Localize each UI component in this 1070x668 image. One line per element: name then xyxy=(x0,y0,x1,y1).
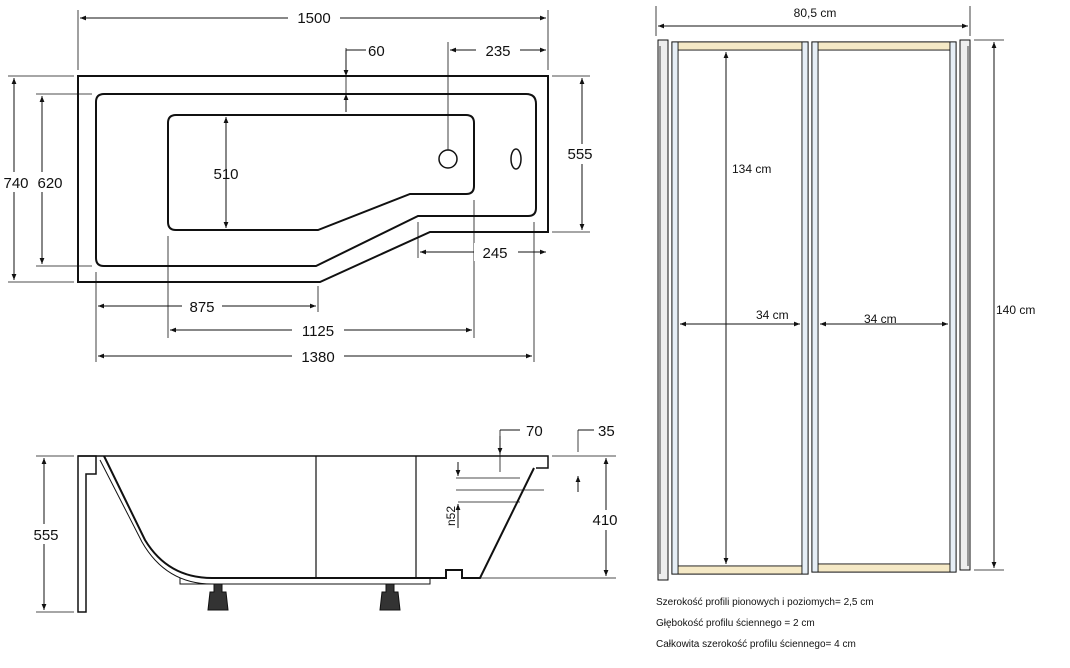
dim-label-rim-70: 70 xyxy=(526,423,543,440)
dim-label-overall-length: 1500 xyxy=(297,10,330,27)
dim-label-basin-start: 875 xyxy=(189,299,214,316)
dim-label-overall-width: 740 xyxy=(3,175,28,192)
dim-label-right-width: 555 xyxy=(567,146,592,163)
dim-label-inner-width: 620 xyxy=(37,175,62,192)
leg-left-icon xyxy=(207,583,229,611)
note-wall-profile-width: Całkowita szerokość profilu ściennego= 4… xyxy=(656,639,856,650)
profile-vertical-1 xyxy=(671,41,679,575)
note-profile-width: Szerokość profili pionowych i poziomych=… xyxy=(656,597,874,608)
profile-top-left xyxy=(677,41,803,51)
screen-panel-right xyxy=(811,41,957,573)
overflow-icon xyxy=(510,148,522,170)
profile-top-right xyxy=(817,41,951,51)
tub-body-profile xyxy=(103,455,535,579)
dim-label-inner-length: 1380 xyxy=(301,349,334,366)
tub-rim xyxy=(78,455,549,469)
profile-vertical-3 xyxy=(811,41,819,573)
dim-label-drain-diameter: n52 xyxy=(444,506,458,526)
screen-view-labels: 80,5 cm 134 cm 140 cm 34 cm 34 cm xyxy=(732,4,1042,326)
side-panel xyxy=(77,455,97,613)
dim-label-left-panel: 34 cm xyxy=(756,308,789,322)
top-view-labels: 1500 60 235 740 620 510 555 245 875 1125… xyxy=(2,8,598,366)
dim-label-drain-offset: 60 xyxy=(368,43,385,60)
tub-basin-outline xyxy=(167,114,475,231)
dim-label-basin-length: 1125 xyxy=(302,323,334,340)
profile-bottom-right xyxy=(817,563,951,573)
dim-label-total-height: 140 cm xyxy=(996,303,1035,317)
profile-vertical-2 xyxy=(801,41,809,575)
dim-label-inner-height: 134 cm xyxy=(732,162,771,176)
bath-screen-view xyxy=(655,6,1004,581)
wall-profile-right xyxy=(959,39,971,571)
drain-icon xyxy=(438,149,458,169)
dim-label-total-width: 80,5 cm xyxy=(794,6,837,20)
profile-vertical-4 xyxy=(949,41,957,573)
bathtub-top-view xyxy=(8,10,590,362)
dim-label-basin-width: 510 xyxy=(213,166,238,183)
dim-label-depth: 410 xyxy=(592,512,617,529)
tub-inner-outline xyxy=(95,93,537,267)
dim-label-step-length: 245 xyxy=(482,245,507,262)
dim-label-overflow-offset: 235 xyxy=(485,43,510,60)
side-view-labels: 70 35 555 410 n52 xyxy=(30,423,624,544)
leg-right-icon xyxy=(379,583,401,611)
dim-label-rim-35: 35 xyxy=(598,423,615,440)
dim-label-right-panel: 34 cm xyxy=(864,312,897,326)
wall-profile-left xyxy=(657,39,669,581)
bathtub-side-view xyxy=(36,429,616,613)
note-profile-depth: Głębokość profilu ściennego = 2 cm xyxy=(656,618,815,629)
profile-bottom-left xyxy=(677,565,803,575)
tub-base-frame xyxy=(179,578,431,585)
tub-outer-outline xyxy=(77,75,549,283)
dim-label-height: 555 xyxy=(33,527,58,544)
